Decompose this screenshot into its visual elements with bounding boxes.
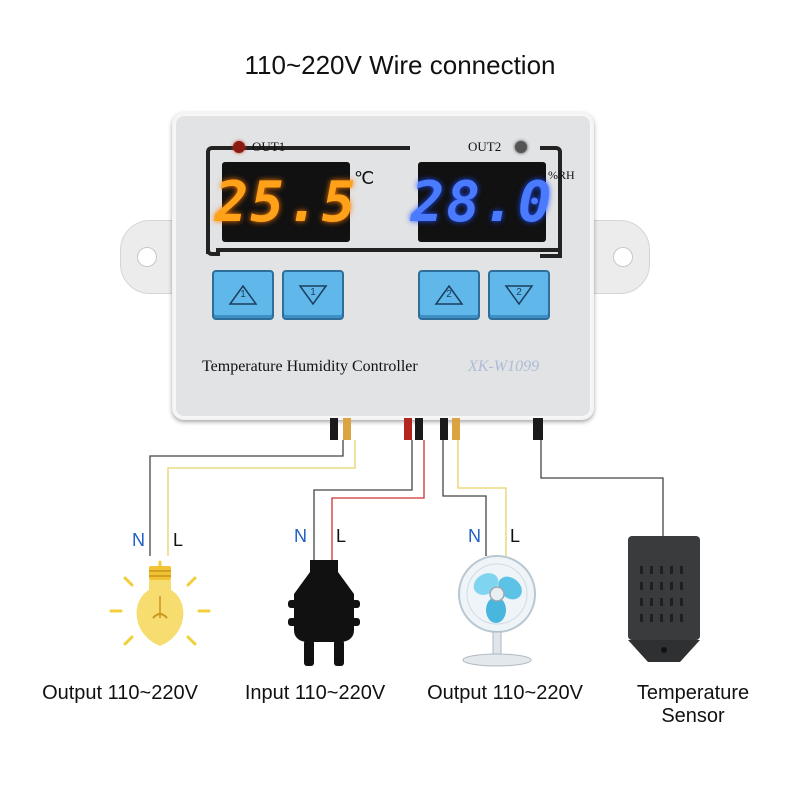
out2-label: OUT2	[468, 139, 502, 154]
sensor-caption: Temperature Sensor	[636, 682, 750, 727]
button-channel-label: 2	[446, 289, 452, 300]
wire-fan-l	[457, 440, 507, 556]
humidity-display: 28.0	[411, 162, 551, 242]
power-plug-icon	[288, 560, 360, 666]
plug-l-label: L	[336, 526, 347, 546]
mounting-ear-right	[588, 220, 650, 294]
triangle-down-icon	[298, 285, 328, 306]
diagram-title: 110~220V Wire connection	[244, 50, 556, 80]
out1-led	[233, 141, 245, 153]
down-button-2[interactable]: 2	[488, 270, 550, 320]
wire-fan-n	[442, 440, 487, 556]
out1-label: OUT1	[252, 139, 286, 154]
button-channel-label: 1	[310, 287, 316, 298]
button-channel-label: 1	[240, 289, 246, 300]
bulb-l-label: L	[173, 530, 184, 550]
mounting-hole	[137, 247, 157, 267]
up-button-1[interactable]: 1	[212, 270, 274, 320]
triangle-up-icon	[228, 284, 258, 305]
wire-plug-n	[313, 440, 413, 560]
bulb-n-label: N	[132, 530, 145, 550]
wire-plug-l	[331, 440, 425, 560]
desk-fan-icon	[458, 555, 536, 667]
panel-baseline	[216, 248, 558, 252]
up-button-2[interactable]: 2	[418, 270, 480, 320]
panel-bracket-right	[540, 146, 562, 258]
out2-led	[515, 141, 527, 153]
wire-sensor	[540, 440, 664, 540]
wire-bulb-l	[167, 440, 356, 556]
bulb-caption: Output 110~220V	[42, 682, 198, 704]
button-channel-label: 2	[516, 287, 522, 298]
humidity-sensor-icon	[628, 536, 700, 662]
triangle-up-icon	[434, 284, 464, 305]
plug-caption: Input 110~220V	[244, 682, 386, 704]
light-bulb-icon	[109, 560, 211, 646]
wire-stubs	[330, 418, 543, 440]
fan-l-label: L	[510, 526, 521, 546]
device-name: Temperature Humidity Controller	[202, 358, 418, 375]
temperature-display: 25.5	[215, 162, 355, 242]
device-model: XK-W1099	[468, 358, 540, 375]
celsius-unit: ℃	[354, 168, 375, 188]
panel-bracket-left-bottom	[206, 200, 220, 256]
triangle-down-icon	[504, 285, 534, 306]
mounting-ear-left	[120, 220, 182, 294]
plug-n-label: N	[294, 526, 307, 546]
fan-caption: Output 110~220V	[427, 682, 583, 704]
mounting-hole	[613, 247, 633, 267]
rh-unit: %RH	[548, 168, 575, 182]
panel-divider	[346, 146, 410, 150]
down-button-1[interactable]: 1	[282, 270, 344, 320]
wire-bulb-n	[149, 440, 344, 556]
fan-n-label: N	[468, 526, 481, 546]
